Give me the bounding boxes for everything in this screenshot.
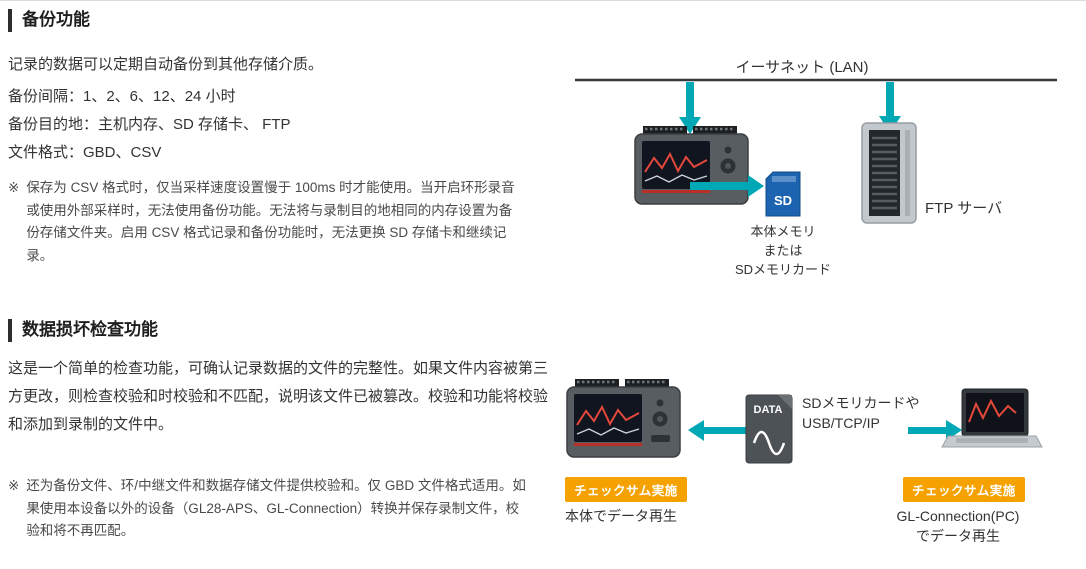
lan-label: イーサネット (LAN) [735, 59, 869, 76]
arrow-to-sd-icon [690, 175, 764, 197]
sd-card-icon: SD [765, 171, 801, 217]
laptop-icon [941, 388, 1043, 448]
media-label: SDメモリカードや USB/TCP/IP [802, 393, 919, 434]
arrow-left-icon [688, 420, 746, 441]
ftp-server-icon [861, 122, 917, 224]
memory-label: 本体メモリ または SDメモリカード [703, 223, 863, 280]
checksum-note: ※ 还为备份文件、环/中继文件和数据存储文件提供校验和。仅 GBD 文件格式适用… [8, 475, 530, 543]
note-asterisk: ※ [8, 180, 20, 195]
down-arrow-left-icon [679, 82, 701, 134]
sd-logo-text: SD [774, 193, 792, 208]
checksum-section-title: 数据损坏检查功能 [8, 319, 158, 342]
playback-label-device: 本体でデータ再生 [565, 508, 677, 524]
data-file-icon: DATA [745, 394, 793, 464]
checksum-badge-right: チェックサム実施 [903, 477, 1025, 502]
checksum-diagram: DATA SDメモリカードや USB/TCP/IP チェックサム実施 チェックサ [540, 373, 1086, 569]
playback-label-pc-line1: GL-Connection(PC) [896, 508, 1020, 524]
checksum-intro: 这是一个简单的检查功能，可确认记录数据的文件的完整性。如果文件内容被第三方更改，… [8, 360, 549, 433]
checksum-badge-left: チェックサム実施 [565, 477, 687, 502]
media-label-line1: SDメモリカードや [802, 395, 920, 411]
checksum-note-text: 还为备份文件、环/中继文件和数据存储文件提供校验和。仅 GBD 文件格式适用。如… [26, 478, 526, 539]
backup-interval-line: 备份间隔：1、2、6、12、24 小时 [8, 88, 236, 105]
backup-destination-line: 备份目的地：主机内存、SD 存储卡、 FTP [8, 116, 291, 133]
data-file-label: DATA [754, 404, 783, 416]
backup-note: ※ 保存为 CSV 格式时，仅当采样速度设置慢于 100ms 时才能使用。当开启… [8, 177, 524, 268]
memory-label-line3: SDメモリカード [734, 261, 832, 277]
ftp-server-label: FTP サーバ [925, 200, 1003, 217]
note-asterisk: ※ [8, 478, 20, 493]
backup-section-title: 备份功能 [8, 9, 90, 32]
playback-label-pc: GL-Connection(PC) でデータ再生 [877, 506, 1039, 547]
backup-note-text: 保存为 CSV 格式时，仅当采样速度设置慢于 100ms 时才能使用。当开启环形… [26, 180, 515, 264]
backup-spec-list: 备份间隔：1、2、6、12、24 小时 备份目的地：主机内存、SD 存储卡、 F… [8, 83, 291, 167]
backup-diagram: SD イーサネット (LAN) 本体メモリ または SDメモリカード FTP サ… [540, 46, 1086, 296]
backup-intro: 记录的数据可以定期自动备份到其他存储介质。 [8, 56, 324, 73]
data-logger-icon [634, 126, 749, 205]
media-label-line2: USB/TCP/IP [802, 415, 880, 432]
checksum-diagram-graphic: DATA [566, 379, 1043, 464]
playback-label-pc-line2: でデータ再生 [916, 528, 1000, 545]
data-logger-icon [566, 379, 681, 458]
backup-format-line: 文件格式：GBD、CSV [8, 144, 162, 161]
backup-diagram-graphic: SD [575, 78, 1057, 224]
memory-label-line1: 本体メモリ [750, 224, 816, 239]
memory-label-line2: または [763, 242, 803, 258]
